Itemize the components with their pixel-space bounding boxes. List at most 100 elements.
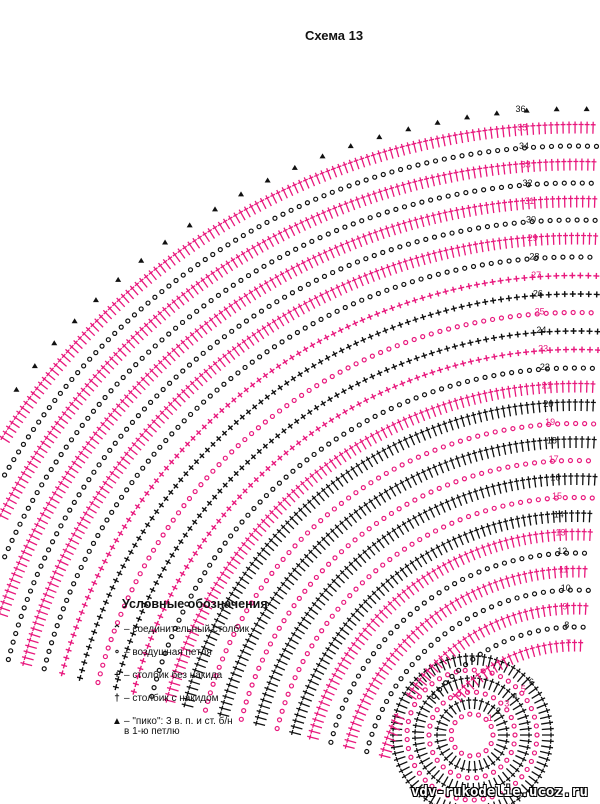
chain-stitch [548,143,555,150]
double-crochet-stitch [290,723,303,730]
chain-stitch [430,749,436,756]
double-crochet-stitch [447,559,455,571]
double-crochet-stitch [450,496,457,509]
double-crochet-stitch [508,516,515,529]
chain-stitch [456,667,462,673]
chain-stitch [521,145,528,151]
double-crochet-stitch [292,306,300,318]
chain-stitch [155,539,161,546]
chain-stitch [125,595,131,601]
chain-stitch [338,266,344,272]
chain-stitch [388,510,395,517]
double-crochet-stitch [549,436,555,449]
double-crochet-stitch [212,360,222,371]
double-crochet-stitch [437,461,445,474]
double-crochet-stitch [447,170,453,183]
double-crochet-stitch [350,612,361,622]
single-crochet-stitch [289,445,296,451]
double-crochet-stitch [540,567,546,580]
single-crochet-stitch [178,477,184,483]
chain-stitch [432,158,439,164]
chain-stitch [515,257,521,263]
single-crochet-stitch [130,688,137,695]
chain-stitch [401,546,408,552]
double-crochet-stitch [353,441,362,453]
double-crochet-stitch [42,506,54,514]
chain-stitch [431,234,438,240]
chain-stitch [500,371,506,377]
double-crochet-stitch [508,236,514,249]
single-crochet-stitch [569,272,576,279]
chain-stitch [126,368,133,374]
chain-stitch [52,397,58,404]
double-crochet-stitch [335,284,343,296]
single-crochet-stitch [226,506,232,512]
chain-stitch [86,477,92,483]
double-crochet-stitch [260,697,272,704]
chain-stitch [245,272,252,279]
chain-stitch [288,207,294,213]
chain-stitch [409,279,416,285]
double-crochet-stitch [414,747,426,754]
double-crochet-stitch [443,752,454,762]
double-crochet-stitch [308,728,321,735]
single-crochet-stitch [144,522,151,528]
chain-stitch [41,412,47,418]
double-crochet-stitch [454,597,462,609]
chain-stitch [67,589,73,595]
chain-stitch [304,530,311,536]
chain-stitch [452,720,458,726]
double-crochet-stitch [512,384,518,397]
double-crochet-stitch [585,158,591,171]
double-crochet-stitch [328,246,335,259]
single-crochet-stitch [149,515,155,522]
double-crochet-stitch [205,633,218,641]
double-crochet-stitch [401,219,408,232]
double-crochet-stitch [172,668,185,675]
double-crochet-stitch [408,433,416,446]
double-crochet-stitch [89,322,100,332]
double-crochet-stitch [353,157,360,170]
chain-stitch [591,421,597,427]
double-crochet-stitch [430,212,437,225]
single-crochet-stitch [586,328,593,335]
row-number: 7 [566,638,571,648]
double-crochet-stitch [434,725,447,732]
double-crochet-stitch [519,197,526,210]
chain-stitch [416,770,423,776]
double-crochet-stitch [382,148,388,161]
double-crochet-stitch [270,192,278,204]
single-crochet-stitch [121,523,128,530]
chain-stitch [281,294,288,300]
chain-stitch [434,757,440,763]
chain-stitch [574,217,580,223]
chain-stitch [436,686,443,693]
double-crochet-stitch [539,530,545,543]
chain-stitch [159,337,165,343]
chain-stitch [299,392,305,398]
chain-stitch [345,365,351,371]
chain-stitch [392,284,398,290]
chain-stitch [585,587,591,594]
single-crochet-stitch [231,500,237,506]
chain-stitch [304,457,310,463]
chain-stitch [280,211,286,217]
double-crochet-stitch [286,492,296,503]
double-crochet-stitch [111,407,122,417]
chain-stitch [207,345,213,351]
double-crochet-stitch [472,760,478,773]
double-crochet-stitch [256,708,269,715]
double-crochet-stitch [190,284,199,295]
chain-stitch [475,712,482,718]
double-crochet-stitch [194,328,203,339]
chain-stitch [408,754,414,760]
double-crochet-stitch [30,626,43,633]
single-crochet-stitch [308,430,315,437]
chain-stitch [338,500,345,506]
double-crochet-stitch [27,460,38,469]
single-crochet-stitch [460,360,467,367]
chain-stitch [435,271,441,277]
chain-stitch [314,635,320,641]
double-crochet-stitch [507,198,514,211]
chain-stitch [567,457,574,464]
